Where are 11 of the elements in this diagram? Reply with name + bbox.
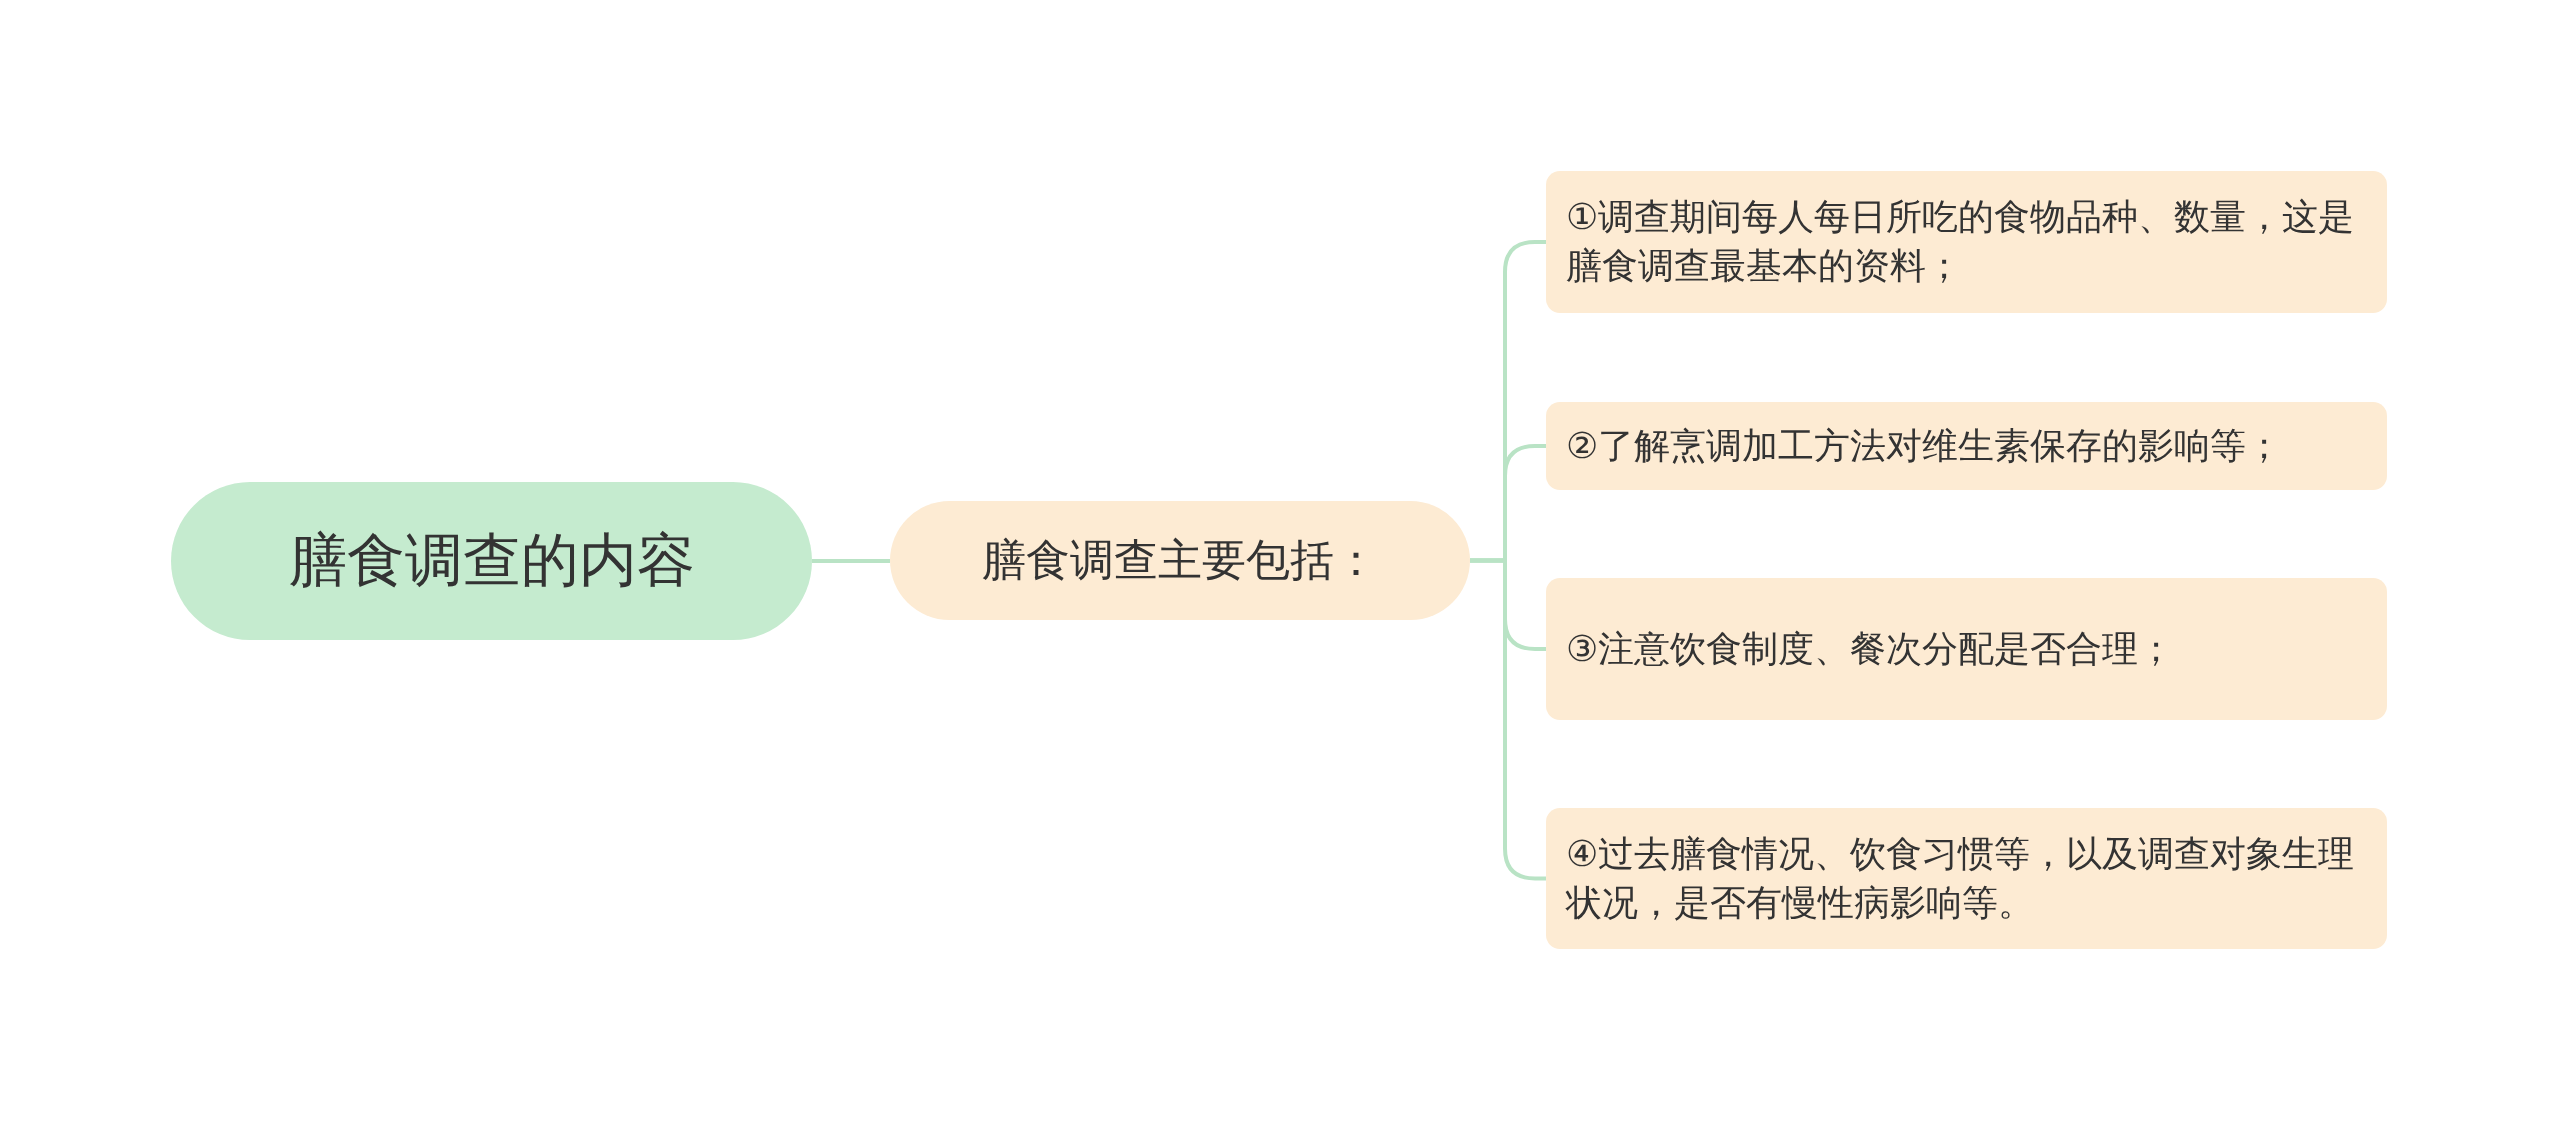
connector [812,559,890,563]
node-text: 膳食调查的内容 [288,525,695,596]
leaf-node [1546,578,2387,720]
node-text: ①调查期间每人每日所吃的食物品种、数量，这是膳食调查最基本的资料； [1566,195,2356,288]
node-text: ②了解烹调加工方法对维生素保存的影响等； [1566,423,2283,468]
leaf-node [1546,171,2387,313]
leaf-node [1546,402,2387,490]
node-text: ③注意饮食制度、餐次分配是否合理； [1566,626,2175,671]
node-text: 膳食调查主要包括： [982,533,1378,587]
leaf-node [1546,808,2387,949]
node-text: ④过去膳食情况、饮食习惯等，以及调查对象生理状况，是否有慢性病影响等。 [1566,831,2356,925]
